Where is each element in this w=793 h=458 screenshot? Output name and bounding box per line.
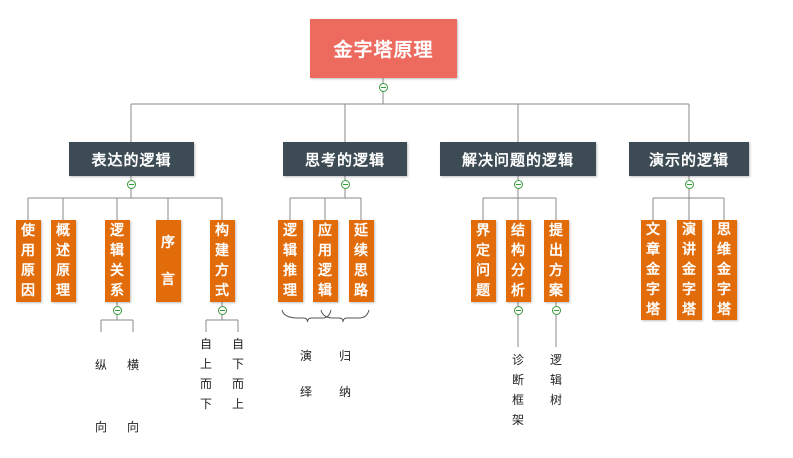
category-node[interactable]: 思考的逻辑 bbox=[283, 142, 407, 176]
leaf-node[interactable]: 序言 bbox=[155, 220, 181, 302]
collapse-toggle-icon[interactable] bbox=[112, 305, 122, 315]
collapse-toggle-icon[interactable] bbox=[126, 179, 136, 189]
leaf-node[interactable]: 界定问题 bbox=[470, 220, 496, 302]
collapse-toggle-icon[interactable] bbox=[551, 305, 561, 315]
category-node[interactable]: 解决问题的逻辑 bbox=[440, 142, 596, 176]
brace-left bbox=[307, 309, 332, 323]
leaf-node[interactable]: 逻辑推理 bbox=[277, 220, 303, 302]
collapse-toggle-icon[interactable] bbox=[340, 179, 350, 189]
note-text: 归纳 bbox=[338, 349, 351, 399]
leaf-node[interactable]: 使用原因 bbox=[15, 220, 41, 302]
leaf-node[interactable]: 结构分析 bbox=[505, 220, 531, 302]
root-node[interactable]: 金字塔原理 bbox=[310, 19, 457, 78]
collapse-toggle-icon[interactable] bbox=[684, 179, 694, 189]
category-node[interactable]: 演示的逻辑 bbox=[629, 142, 749, 176]
leaf-node[interactable]: 思维金字塔 bbox=[711, 220, 737, 320]
leaf-node[interactable]: 文章金字塔 bbox=[640, 220, 666, 320]
detail-text: 自下而上 bbox=[231, 337, 244, 411]
leaf-node[interactable]: 逻辑关系 bbox=[104, 220, 130, 302]
leaf-node[interactable]: 概述原理 bbox=[50, 220, 76, 302]
category-node[interactable]: 表达的逻辑 bbox=[69, 142, 194, 176]
brace-left bbox=[281, 309, 308, 323]
collapse-toggle-icon[interactable] bbox=[217, 305, 227, 315]
leaf-node[interactable]: 构建方式 bbox=[209, 220, 235, 302]
brace-right bbox=[320, 309, 344, 323]
collapse-toggle-icon[interactable] bbox=[513, 305, 523, 315]
leaf-node[interactable]: 提出方案 bbox=[543, 220, 569, 302]
detail-text: 逻辑树 bbox=[549, 353, 562, 407]
detail-text: 横向 bbox=[126, 358, 139, 434]
brace-right bbox=[342, 309, 370, 323]
collapse-toggle-icon[interactable] bbox=[378, 82, 388, 92]
leaf-node[interactable]: 应用逻辑 bbox=[312, 220, 338, 302]
collapse-toggle-icon[interactable] bbox=[513, 179, 523, 189]
detail-text: 纵向 bbox=[94, 358, 107, 434]
note-text: 演绎 bbox=[299, 349, 312, 399]
leaf-node[interactable]: 延续思路 bbox=[348, 220, 374, 302]
detail-text: 自上而下 bbox=[199, 337, 212, 411]
detail-text: 诊断框架 bbox=[511, 353, 524, 427]
leaf-node[interactable]: 演讲金字塔 bbox=[676, 220, 702, 320]
